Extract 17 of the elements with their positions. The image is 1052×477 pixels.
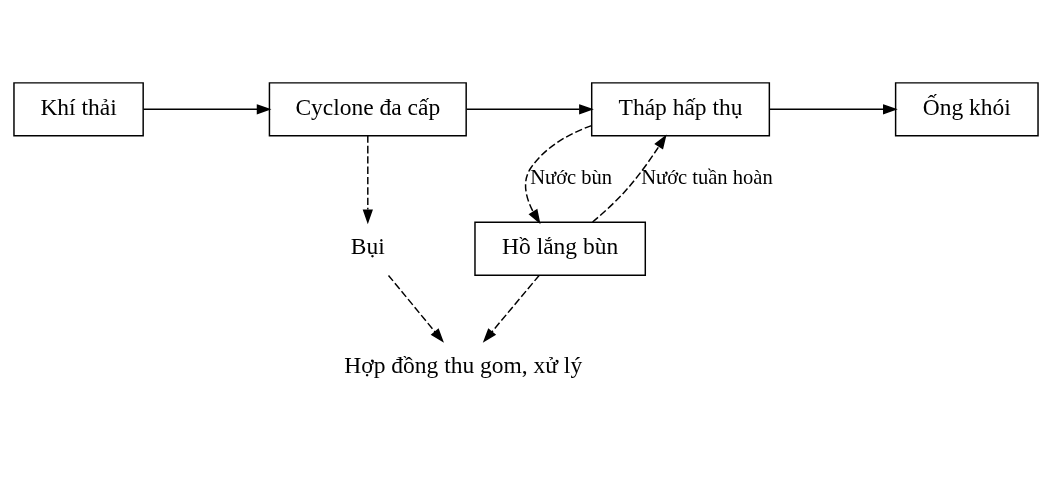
edge-label: Nước bùn <box>530 166 613 189</box>
node-box: Cyclone đa cấp <box>268 82 467 137</box>
node-box: Khí thải <box>13 82 144 137</box>
arrow <box>142 104 272 115</box>
arrow <box>524 124 593 225</box>
arrow <box>768 104 898 115</box>
node-box: Hồ lắng bùn <box>474 221 647 276</box>
edge-label: Nước tuần hoàn <box>641 166 773 189</box>
arrow <box>466 104 594 115</box>
arrow <box>362 135 373 225</box>
node-box: Tháp hấp thụ <box>590 82 771 137</box>
node-text: Bụi <box>350 233 385 260</box>
node-text: Hợp đồng thu gom, xử lý <box>344 352 583 379</box>
arrow <box>591 134 667 223</box>
arrow <box>482 274 540 343</box>
node-box: Ống khói <box>894 82 1039 137</box>
arrow <box>387 274 444 343</box>
